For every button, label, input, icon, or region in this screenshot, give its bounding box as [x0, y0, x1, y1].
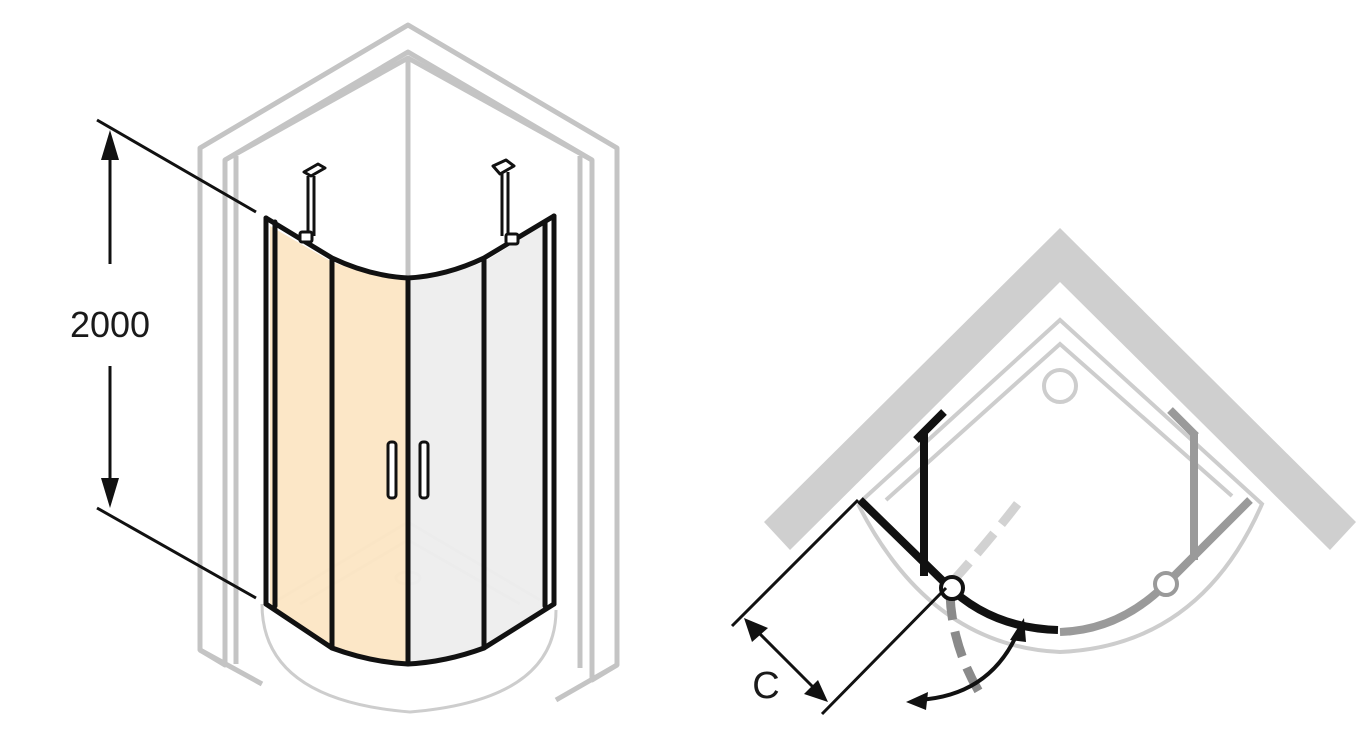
left-fixed-panel — [270, 226, 332, 648]
door-handle-icon — [418, 440, 430, 500]
plan-tray-inner — [884, 341, 1234, 502]
door-handles — [386, 440, 430, 500]
wall-left-base — [198, 647, 264, 687]
tray-front-curve — [260, 603, 558, 714]
door-handle-icon — [386, 440, 398, 500]
dimension-extension-left — [730, 498, 860, 628]
dimension-extension-right — [820, 586, 948, 716]
drain-icon — [1042, 368, 1078, 404]
wall-brackets — [298, 158, 520, 246]
arrow-up-icon — [101, 130, 119, 160]
open-door-outward-dashed — [945, 593, 988, 703]
wall-bracket-icon — [491, 158, 520, 246]
wall-left-inner — [223, 55, 411, 220]
hinge-pivot-icon — [1153, 571, 1179, 597]
right-door-panel — [408, 262, 484, 664]
plan-left-fixed-panel — [857, 497, 949, 587]
height-dimension — [96, 118, 257, 600]
enclosure-frame — [263, 213, 557, 667]
plan-right-bracket-arm — [1167, 407, 1199, 439]
height-dimension-label: 2000 — [70, 304, 150, 345]
door-swing-positions — [945, 495, 1026, 703]
arrow-downright-icon — [804, 680, 828, 702]
right-fixed-panel — [484, 222, 548, 648]
left-door-panel — [332, 262, 408, 664]
plan-tray — [856, 317, 1265, 655]
wall-right-base — [554, 662, 619, 703]
dimension-line-c — [750, 624, 822, 696]
open-door-inward-dashed — [948, 495, 1026, 586]
hinge-pivots — [939, 571, 1179, 601]
swing-arrow-icon — [906, 618, 1026, 710]
corner-walls — [197, 22, 620, 703]
arrow-down-icon — [101, 478, 119, 508]
plan-right-fixed-panel — [1059, 497, 1253, 636]
plan-left-bracket-arm — [913, 409, 947, 443]
wall-bracket-icon — [298, 162, 327, 244]
plan-view: C — [730, 228, 1356, 716]
width-dimension-label: C — [752, 665, 779, 707]
width-dimension — [730, 498, 948, 716]
dimension-extension-bottom — [96, 506, 257, 600]
wall-band — [764, 228, 1356, 550]
hinge-pivot-icon — [939, 575, 965, 601]
plan-right-side — [1059, 407, 1253, 636]
dimension-extension-top — [96, 118, 257, 214]
glass-panels — [270, 222, 548, 664]
plan-tray-outer — [856, 317, 1265, 655]
isometric-view: 2000 — [70, 22, 620, 714]
arrow-upleft-icon — [744, 618, 768, 642]
wall-right-inner — [406, 55, 594, 163]
